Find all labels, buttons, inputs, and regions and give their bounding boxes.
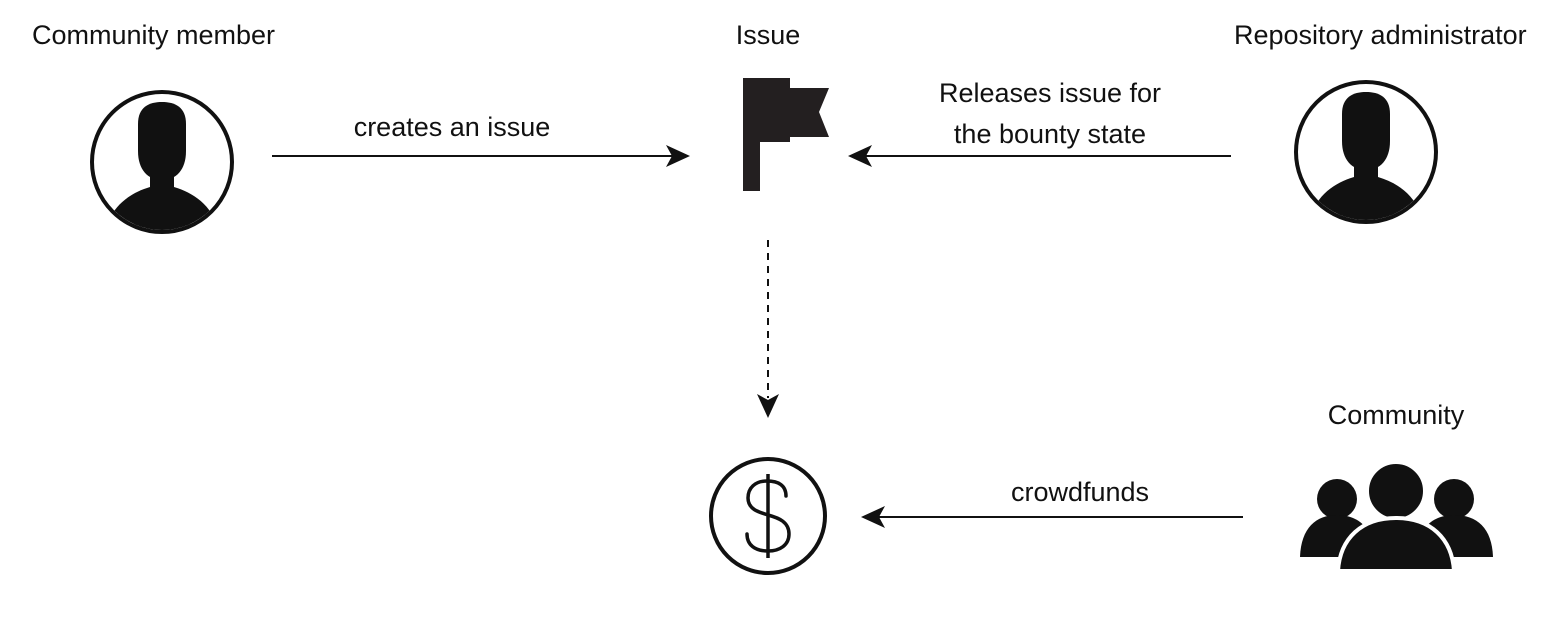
- releases-issue-arrow: [848, 145, 1231, 167]
- group-icon: [1300, 460, 1493, 573]
- issue-label: Issue: [735, 20, 801, 50]
- crowdfunds-edge-label: crowdfunds: [1010, 477, 1150, 507]
- creates-issue-edge-label: creates an issue: [353, 112, 551, 142]
- community-member-label: Community member: [32, 20, 276, 50]
- person-icon: [90, 90, 234, 234]
- dollar-coin-icon: [709, 457, 827, 575]
- person-icon: [1294, 80, 1438, 224]
- repository-administrator-label: Repository administrator: [1234, 20, 1527, 50]
- crowdfunds-arrow: [861, 506, 1243, 528]
- community-label: Community: [1327, 400, 1465, 430]
- creates-issue-arrow: [272, 145, 690, 167]
- releases-edge-label-line1: Releases issue for: [938, 78, 1162, 108]
- issue-to-bounty-dashed-arrow: [757, 240, 779, 418]
- flag-icon: [743, 78, 829, 191]
- releases-edge-label-line2: the bounty state: [953, 119, 1147, 149]
